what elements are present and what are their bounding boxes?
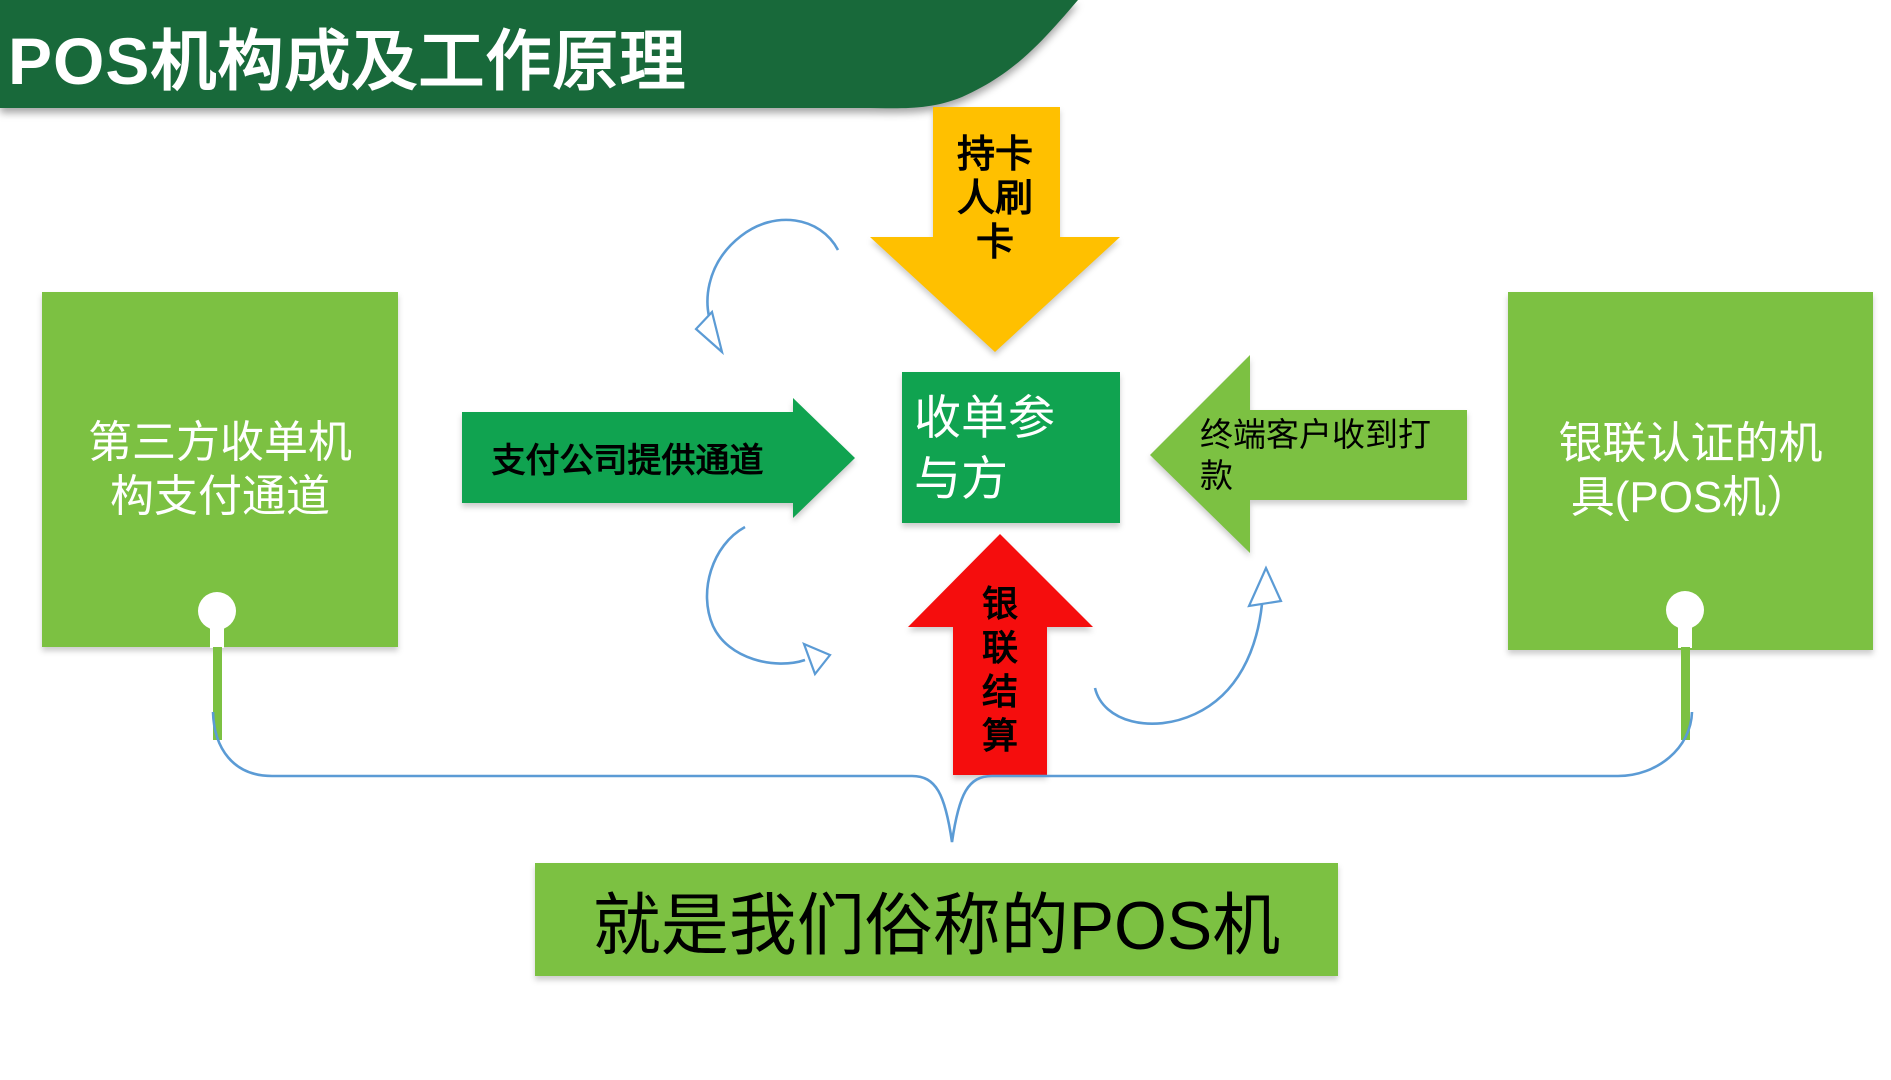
left-pin-neck [210,626,224,648]
left-pin-head [198,592,236,630]
cardholder-arrow-label: 持卡 人刷 卡 [956,134,1033,264]
right-pin [1666,591,1704,740]
terminal-payout-arrow-label: 终端客户收到打 款 [1200,416,1431,494]
right-pin-stem [1681,647,1690,740]
left-box-label: 第三方收单机 构支付通道 [88,417,352,521]
cycle-arc-bottom-left-curve [705,525,806,665]
cycle-arc-top-left-curve [706,218,840,332]
terminal-payout-left-arrow [1150,355,1467,553]
center-box [902,372,1120,523]
cycle-arc-bottom-right-curve [1093,603,1264,726]
left-box [42,292,398,647]
cycle-arc-bottom-left [705,525,832,677]
left-pin-stem [213,647,222,740]
cardholder-down-arrow [870,107,1120,352]
settlement-up-arrow [908,534,1093,775]
cycle-arc-top-left-arrowhead-icon [694,309,724,356]
right-pin-neck [1678,625,1692,648]
payment-channel-right-arrow [462,398,855,518]
page-title: POS机构成及工作原理 [8,24,687,98]
cycle-arc-bottom-left-arrowhead-icon [802,641,832,677]
right-box-label: 银联认证的机 具(POS机） [1558,419,1823,522]
settlement-arrow-label: 银 联 结 算 [981,583,1018,756]
brace-connector [211,711,1694,843]
payment-channel-arrow-label: 支付公司提供通道 [491,442,764,480]
cycle-arc-top-left [694,218,840,356]
bottom-box-label: 就是我们俗称的POS机 [592,888,1281,964]
right-box [1508,292,1873,650]
cycle-arc-bottom-right-arrowhead-icon [1247,565,1283,608]
left-pin [198,592,236,740]
bottom-box [535,863,1338,976]
header-banner-shape [0,0,1078,109]
center-box-label: 收单参 与方 [914,390,1055,505]
right-pin-head [1666,591,1704,629]
cycle-arc-bottom-right [1093,565,1283,726]
